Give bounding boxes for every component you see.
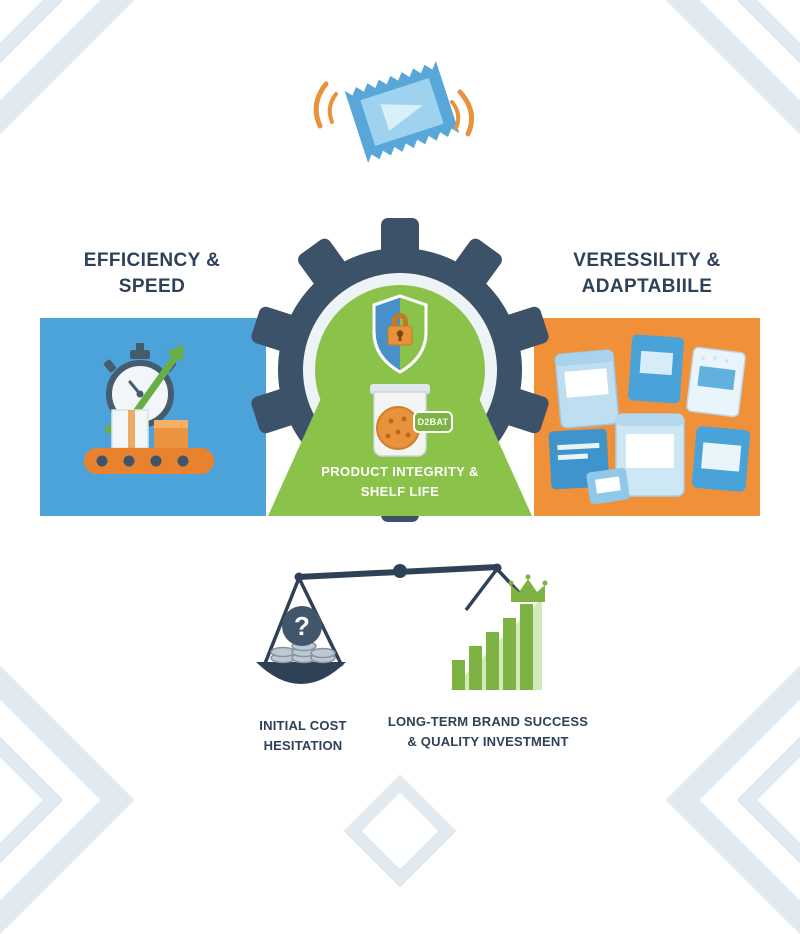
growth-chart-icon (450, 598, 542, 690)
heading-versatility-adaptability: VERESSILITY & ADAPTABIILE (573, 250, 721, 298)
coins-icon (270, 640, 336, 664)
package-tag (413, 411, 453, 433)
infographic-graphics (40, 61, 760, 690)
scale-pan (256, 662, 346, 684)
question-badge-icon (282, 606, 322, 646)
question-mark-label: ? (294, 611, 310, 641)
packaging-variety-icons (548, 334, 751, 505)
balance-scale-icon (256, 563, 528, 684)
heading-efficiency-speed: EFFICIENCY & SPEED (83, 250, 221, 298)
label-long-term-success: LONG-TERM BRAND SUCCESS & QUALITY INVEST… (387, 714, 589, 749)
food-package-icon (370, 384, 453, 457)
flow-wrap-package-icon (344, 61, 460, 163)
label-initial-cost: INITIAL COST HESITATION (259, 718, 347, 753)
motion-lines-icon (313, 81, 475, 137)
caption-product-integrity: PRODUCT INTEGRITY & SHELF LIFE (321, 464, 479, 500)
lock-shackle-icon (392, 313, 408, 326)
package-tag-label: D2BAT (417, 417, 449, 427)
crown-icon (508, 574, 548, 602)
shield-lock-icon (372, 294, 428, 374)
cookie-icon (376, 406, 420, 450)
conveyor-belt-icon (84, 409, 214, 474)
